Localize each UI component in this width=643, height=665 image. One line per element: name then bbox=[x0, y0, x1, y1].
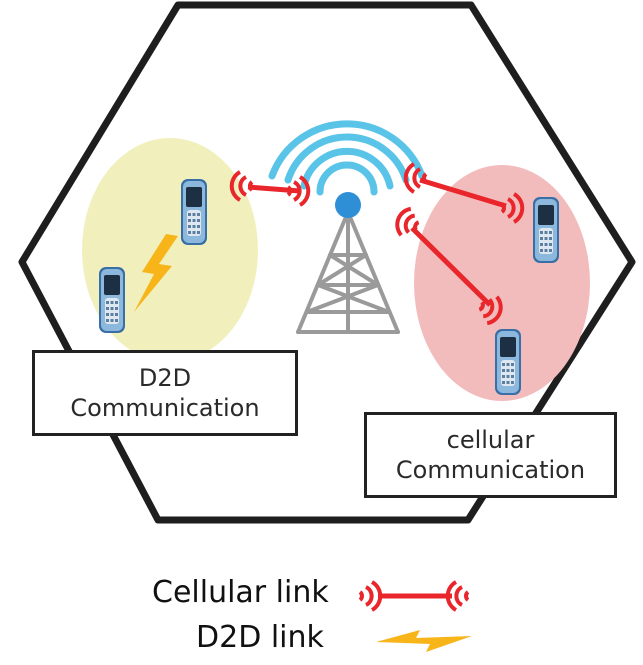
legend-cellular-link-symbol bbox=[358, 580, 470, 612]
mobile-phone-icon bbox=[495, 329, 521, 395]
cellular-label-line1: cellular bbox=[446, 426, 535, 454]
d2d-label-line2: Communication bbox=[70, 394, 260, 422]
cellular-link-top-right bbox=[403, 162, 525, 224]
tower-antenna-icon bbox=[335, 192, 361, 218]
lightning-bolt-icon bbox=[134, 234, 178, 312]
legend-d2d-link-symbol bbox=[376, 630, 472, 652]
d2d-communication-label: D2D Communication bbox=[32, 350, 298, 436]
cell-boundary-hexagon bbox=[18, 1, 636, 524]
d2d-zone bbox=[82, 138, 258, 362]
legend-d2d-link-label: D2D link bbox=[196, 620, 324, 655]
cellular-communication-label: cellular Communication bbox=[364, 412, 617, 498]
legend-cellular-link-label: Cellular link bbox=[152, 575, 329, 610]
cellular-link-bottom-right bbox=[391, 204, 507, 328]
base-station-tower-icon bbox=[296, 210, 400, 334]
mobile-phone-icon bbox=[99, 267, 125, 333]
mobile-phone-icon bbox=[181, 179, 207, 245]
signal-arcs-icon bbox=[268, 120, 426, 196]
cellular-label-line2: Communication bbox=[395, 456, 586, 484]
cellular-link-left bbox=[229, 170, 311, 207]
d2d-label-line1: D2D bbox=[138, 364, 192, 392]
mobile-phone-icon bbox=[533, 197, 559, 263]
